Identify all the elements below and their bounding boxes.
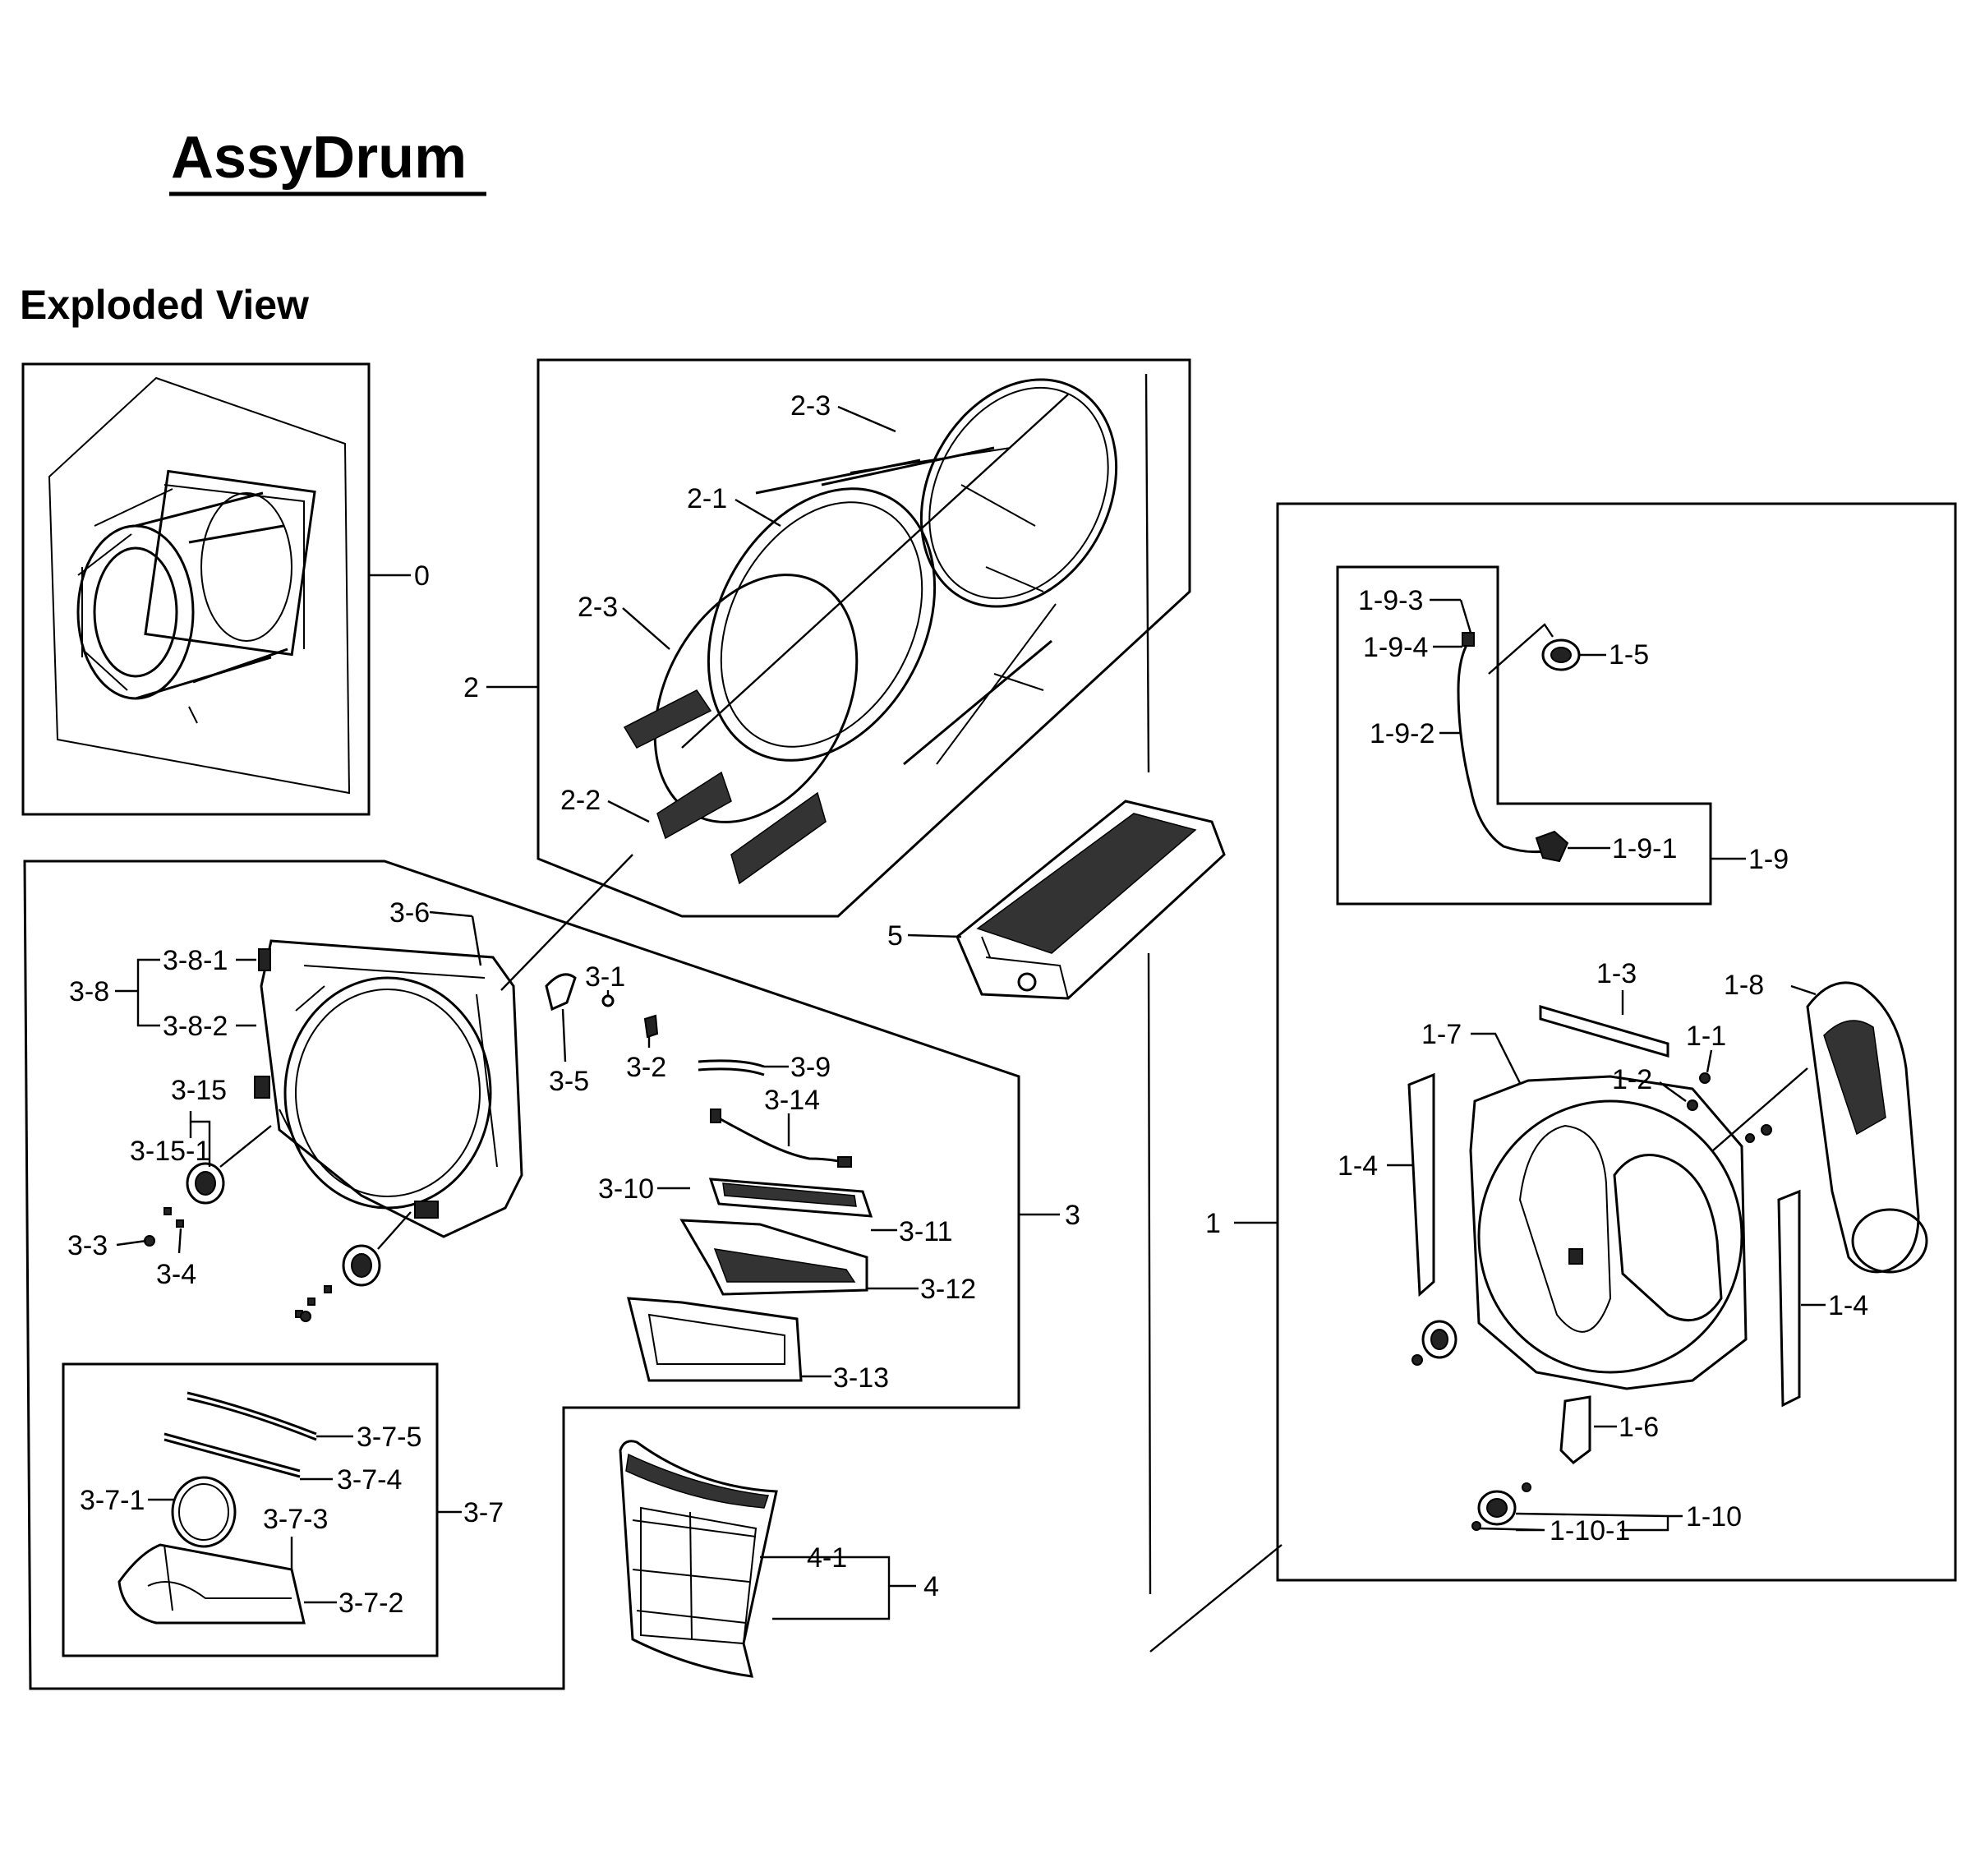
label-2: 2	[463, 672, 479, 703]
label-1-4-left: 1-4	[1338, 1150, 1378, 1182]
label-1-9-1: 1-9-1	[1612, 833, 1677, 864]
label-1-9-3: 1-9-3	[1358, 585, 1423, 616]
label-3-9: 3-9	[790, 1052, 831, 1083]
label-1-6: 1-6	[1619, 1412, 1659, 1443]
label-3-13: 3-13	[833, 1362, 889, 1394]
label-3-7: 3-7	[463, 1497, 504, 1528]
group-3-7-duct: 3-7-5 3-7-4 3-7-1 3-7-3 3-7-2 3-7	[62, 1362, 504, 1657]
label-5: 5	[887, 920, 903, 952]
label-3-12: 3-12	[920, 1274, 976, 1305]
label-3-7-5: 3-7-5	[357, 1422, 421, 1453]
page-subtitle: Exploded View	[20, 282, 309, 328]
label-1-1: 1-1	[1686, 1021, 1726, 1052]
label-1-9-4: 1-9-4	[1363, 632, 1428, 663]
group-3-7-frame	[62, 1362, 439, 1657]
label-1-7: 1-7	[1421, 1019, 1462, 1050]
group-1-rear-panel: 1-5 1-9-3 1-9-4 1-9-2 1-9-1 1-9	[1205, 502, 1957, 1582]
page-title: AssyDrum	[171, 125, 467, 191]
label-3-5: 3-5	[549, 1066, 589, 1097]
label-3-8-1: 3-8-1	[163, 945, 228, 976]
label-3-7-4: 3-7-4	[337, 1464, 402, 1496]
label-3-10: 3-10	[598, 1173, 654, 1205]
group-4-lint-filter: 4-1 4	[619, 1440, 939, 1678]
label-2-3-front-ring: 2-3	[578, 592, 618, 623]
label-3-14: 3-14	[764, 1085, 820, 1116]
label-1-10: 1-10	[1686, 1501, 1742, 1533]
label-3-7-2: 3-7-2	[338, 1588, 403, 1619]
label-1-5: 1-5	[1609, 639, 1649, 671]
label-3-8: 3-8	[69, 976, 109, 1007]
group-5-filter-housing: 5	[887, 800, 1226, 1000]
label-3-7-1: 3-7-1	[80, 1485, 145, 1516]
label-4: 4	[923, 1571, 939, 1602]
label-1-4-right: 1-4	[1828, 1290, 1868, 1321]
label-2-2: 2-2	[560, 785, 601, 816]
label-3-6: 3-6	[389, 897, 430, 929]
label-3-7-3: 3-7-3	[263, 1504, 328, 1535]
group-1-frame	[1276, 502, 1957, 1582]
label-2-3-rear-ring: 2-3	[790, 390, 831, 422]
group-0-frame	[21, 362, 371, 816]
group-0-assembled-drum: 0	[21, 362, 430, 816]
label-3: 3	[1065, 1200, 1080, 1231]
label-3-11: 3-11	[899, 1216, 953, 1247]
label-3-4: 3-4	[156, 1259, 196, 1290]
label-3-1: 3-1	[585, 961, 625, 993]
group-2-frame	[536, 358, 1191, 918]
label-3-15-1: 3-15-1	[130, 1136, 210, 1167]
label-3-15: 3-15	[171, 1075, 227, 1106]
label-0: 0	[414, 560, 430, 592]
group-3-frame	[23, 860, 1020, 1690]
label-1-9-2: 1-9-2	[1370, 718, 1435, 749]
group-1-9-frame	[1336, 565, 1712, 906]
label-1-10-1: 1-10-1	[1550, 1515, 1630, 1546]
label-1: 1	[1205, 1208, 1221, 1239]
group-3-front-panel: 3-6 3-8-1 3-8-2 3-8 3-1 3-2 3-5 3-9 3-14…	[23, 860, 1080, 1690]
label-1-9: 1-9	[1748, 844, 1789, 875]
label-3-2: 3-2	[626, 1052, 666, 1083]
label-1-3: 1-3	[1596, 958, 1637, 989]
label-1-2: 1-2	[1612, 1064, 1652, 1095]
group-2-drum-body: 2-3 2-1 2-3 2-2 2	[463, 358, 1191, 991]
label-3-3: 3-3	[67, 1230, 108, 1261]
label-1-8: 1-8	[1724, 970, 1764, 1001]
label-2-1: 2-1	[687, 483, 727, 514]
label-3-8-2: 3-8-2	[163, 1011, 228, 1042]
label-4-1: 4-1	[807, 1542, 847, 1574]
